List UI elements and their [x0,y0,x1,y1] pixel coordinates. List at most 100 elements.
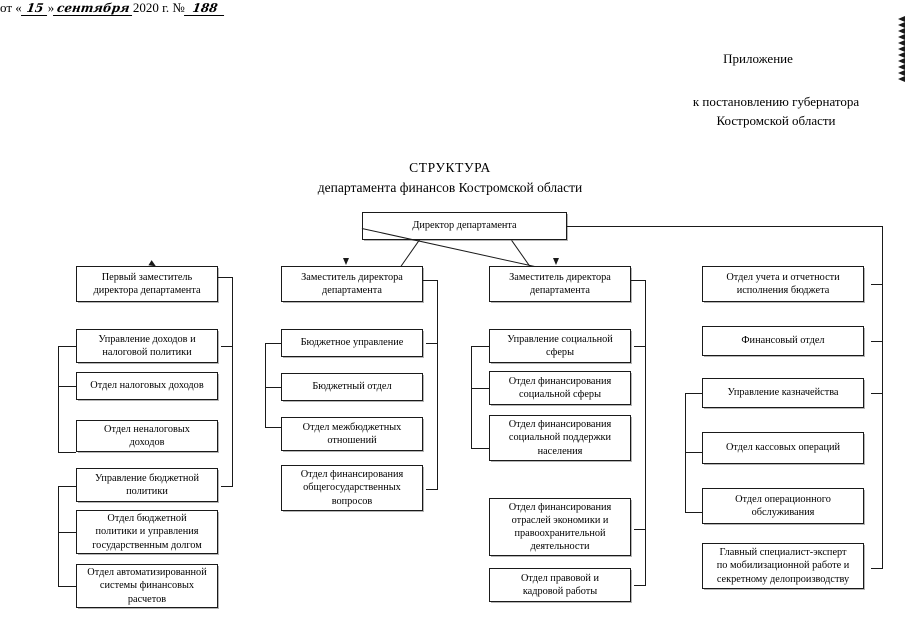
line-1: Отдел автоматизированной [87,567,207,579]
line-2: социальной поддержки [508,432,612,444]
node-budget-execution-accounting-division[interactable]: Отдел учета и отчетности исполнения бюдж… [702,266,864,302]
trunk-col3-branch-m1 [634,346,646,347]
node-treasury-department[interactable]: Управление казначейства [702,378,864,408]
node-nontax-revenue-division[interactable]: Отдел неналоговых доходов [76,420,218,452]
line-2: кадровой работы [522,586,598,597]
line-3: вопросов [331,495,373,507]
arrowhead-col1-m1 [0,16,905,22]
line-2: департамента [322,285,382,296]
node-deputy-director-3[interactable]: Заместитель директора департамента [489,266,631,302]
node-budget-division[interactable]: Бюджетный отдел [281,373,423,401]
node-social-sphere-department[interactable]: Управление социальной сферы [489,329,631,363]
node-budget-policy-debt-division[interactable]: Отдел бюджетной политики и управления го… [76,510,218,554]
node-economy-law-enforcement-financing-division[interactable]: Отдел финансирования отраслей экономики … [489,498,631,556]
line-3: населения [537,445,583,457]
line-1: Отдел межбюджетных [302,421,402,433]
arrowhead-col4-b1 [0,76,905,82]
arrowhead-col3-d1 [0,46,905,52]
node-interbudgetary-relations-division-label: Отдел межбюджетных отношений [303,421,402,447]
line-2: департамента [530,285,590,296]
node-social-support-financing-division[interactable]: Отдел финансирования социальной поддержк… [489,415,631,461]
line-1: Отдел операционного [735,493,831,505]
trunk-col2-top [423,280,438,281]
arrowhead-col3-d2 [0,52,905,58]
arrowhead-col1-m2 [0,22,905,28]
node-budget-division-label: Бюджетный отдел [312,381,392,393]
line-1: Отдел финансирования [300,469,404,481]
trunk-col1-top [218,277,233,278]
node-general-government-financing-division[interactable]: Отдел финансирования общегосударственных… [281,465,423,511]
node-budget-execution-accounting-division-label: Отдел учета и отчетности исполнения бюдж… [726,271,839,297]
bracket-col1-g2-to-m2 [58,486,76,487]
trunk-col1-branch-m1 [221,346,233,347]
node-interbudgetary-relations-division[interactable]: Отдел межбюджетных отношений [281,417,423,451]
bracket-col4-g1-to-u1 [685,452,702,453]
line-1: Заместитель директора [509,271,611,283]
node-cash-operations-division-label: Отдел кассовых операций [725,442,840,454]
node-budget-department-label: Бюджетное управление [300,337,404,349]
line-3: расчетов [127,593,167,605]
line-2: по мобилизационной работе и [716,560,850,572]
bracket-col2-g1-to-u2 [265,427,281,428]
node-operational-services-division-label: Отдел операционного обслуживания [735,493,831,519]
line-3: государственным долгом [92,539,202,551]
bracket-col4-g1-to-u2 [685,512,702,513]
node-economy-law-enforcement-financing-division-label: Отдел финансирования отраслей экономики … [509,501,612,554]
node-budget-policy-department[interactable]: Управление бюджетной политики [76,468,218,502]
line-3: правоохранительной [514,528,606,539]
node-social-sphere-financing-division[interactable]: Отдел финансирования социальной сферы [489,371,631,405]
node-deputy-director-3-label: Заместитель директора департамента [509,271,611,297]
bracket-col2-g1-to-m1 [265,343,281,344]
title-line-1: СТРУКТУРА [409,160,491,175]
line-1: Главный специалист-эксперт [719,547,847,559]
node-legal-hr-division[interactable]: Отдел правовой и кадровой работы [489,568,631,602]
node-first-deputy-director[interactable]: Первый заместитель директора департамент… [76,266,218,302]
doc-number-handwritten: 188 [183,1,226,16]
bracket-col1-g2-to-u4 [58,586,76,587]
line-2: отношений [327,435,377,446]
node-social-sphere-financing-division-label: Отдел финансирования социальной сферы [509,375,612,401]
decree-reference: к постановлению губернатора Костромской … [660,93,892,131]
bracket-col1-g2-to-u3 [58,532,76,533]
trunk-col4 [882,226,883,569]
trunk-col1 [232,277,233,487]
node-automated-settlement-system-division[interactable]: Отдел автоматизированной системы финансо… [76,564,218,608]
node-tax-revenue-division[interactable]: Отдел налоговых доходов [76,372,218,400]
node-revenue-tax-policy-department[interactable]: Управление доходов и налоговой политики [76,329,218,363]
node-deputy-director-2[interactable]: Заместитель директора департамента [281,266,423,302]
line-2: отраслей экономики и [511,514,609,526]
line-1: Отдел учета и отчетности [726,271,840,283]
trunk-col3-branch-d1 [634,529,646,530]
node-operational-services-division[interactable]: Отдел операционного обслуживания [702,488,864,524]
line-1: Отдел бюджетной [107,513,187,525]
trunk-col3-branch-d2 [634,585,646,586]
node-social-support-financing-division-label: Отдел финансирования социальной поддержк… [509,418,612,458]
trunk-col2 [437,280,438,490]
decree-line-1: к постановлению губернатора [692,94,860,109]
line-2: налоговой политики [102,347,192,358]
bracket-col2-g1-to-u1 [265,387,281,388]
node-director-label: Директор департамента [412,220,517,232]
bracket-col3-g1-to-u1 [471,388,489,389]
node-budget-department[interactable]: Бюджетное управление [281,329,423,357]
trunk-col4-branch-t1 [871,284,883,285]
node-first-deputy-director-label: Первый заместитель директора департамент… [93,271,200,297]
trunk-col1-branch-m2 [221,486,233,487]
date-quote-close: » [47,0,55,15]
date-month-handwritten: сентября [53,1,134,16]
node-chief-specialist-mobilization[interactable]: Главный специалист-эксперт по мобилизаци… [702,543,864,589]
node-financial-division[interactable]: Финансовый отдел [702,326,864,356]
node-revenue-tax-policy-department-label: Управление доходов и налоговой политики [98,333,195,359]
arrowhead-col4-m1 [0,70,905,76]
line-1: Управление социальной [507,333,613,345]
node-cash-operations-division[interactable]: Отдел кассовых операций [702,432,864,464]
node-financial-division-label: Финансовый отдел [741,335,825,347]
trunk-col2-branch-m1 [426,343,438,344]
bracket-col1-g2 [58,486,59,586]
line-1: Заместитель директора [301,271,403,283]
date-prefix: от « [0,0,22,15]
line-2: политики [126,486,168,497]
connector-director-top-right [567,226,883,227]
line-2: исполнения бюджета [736,285,830,296]
